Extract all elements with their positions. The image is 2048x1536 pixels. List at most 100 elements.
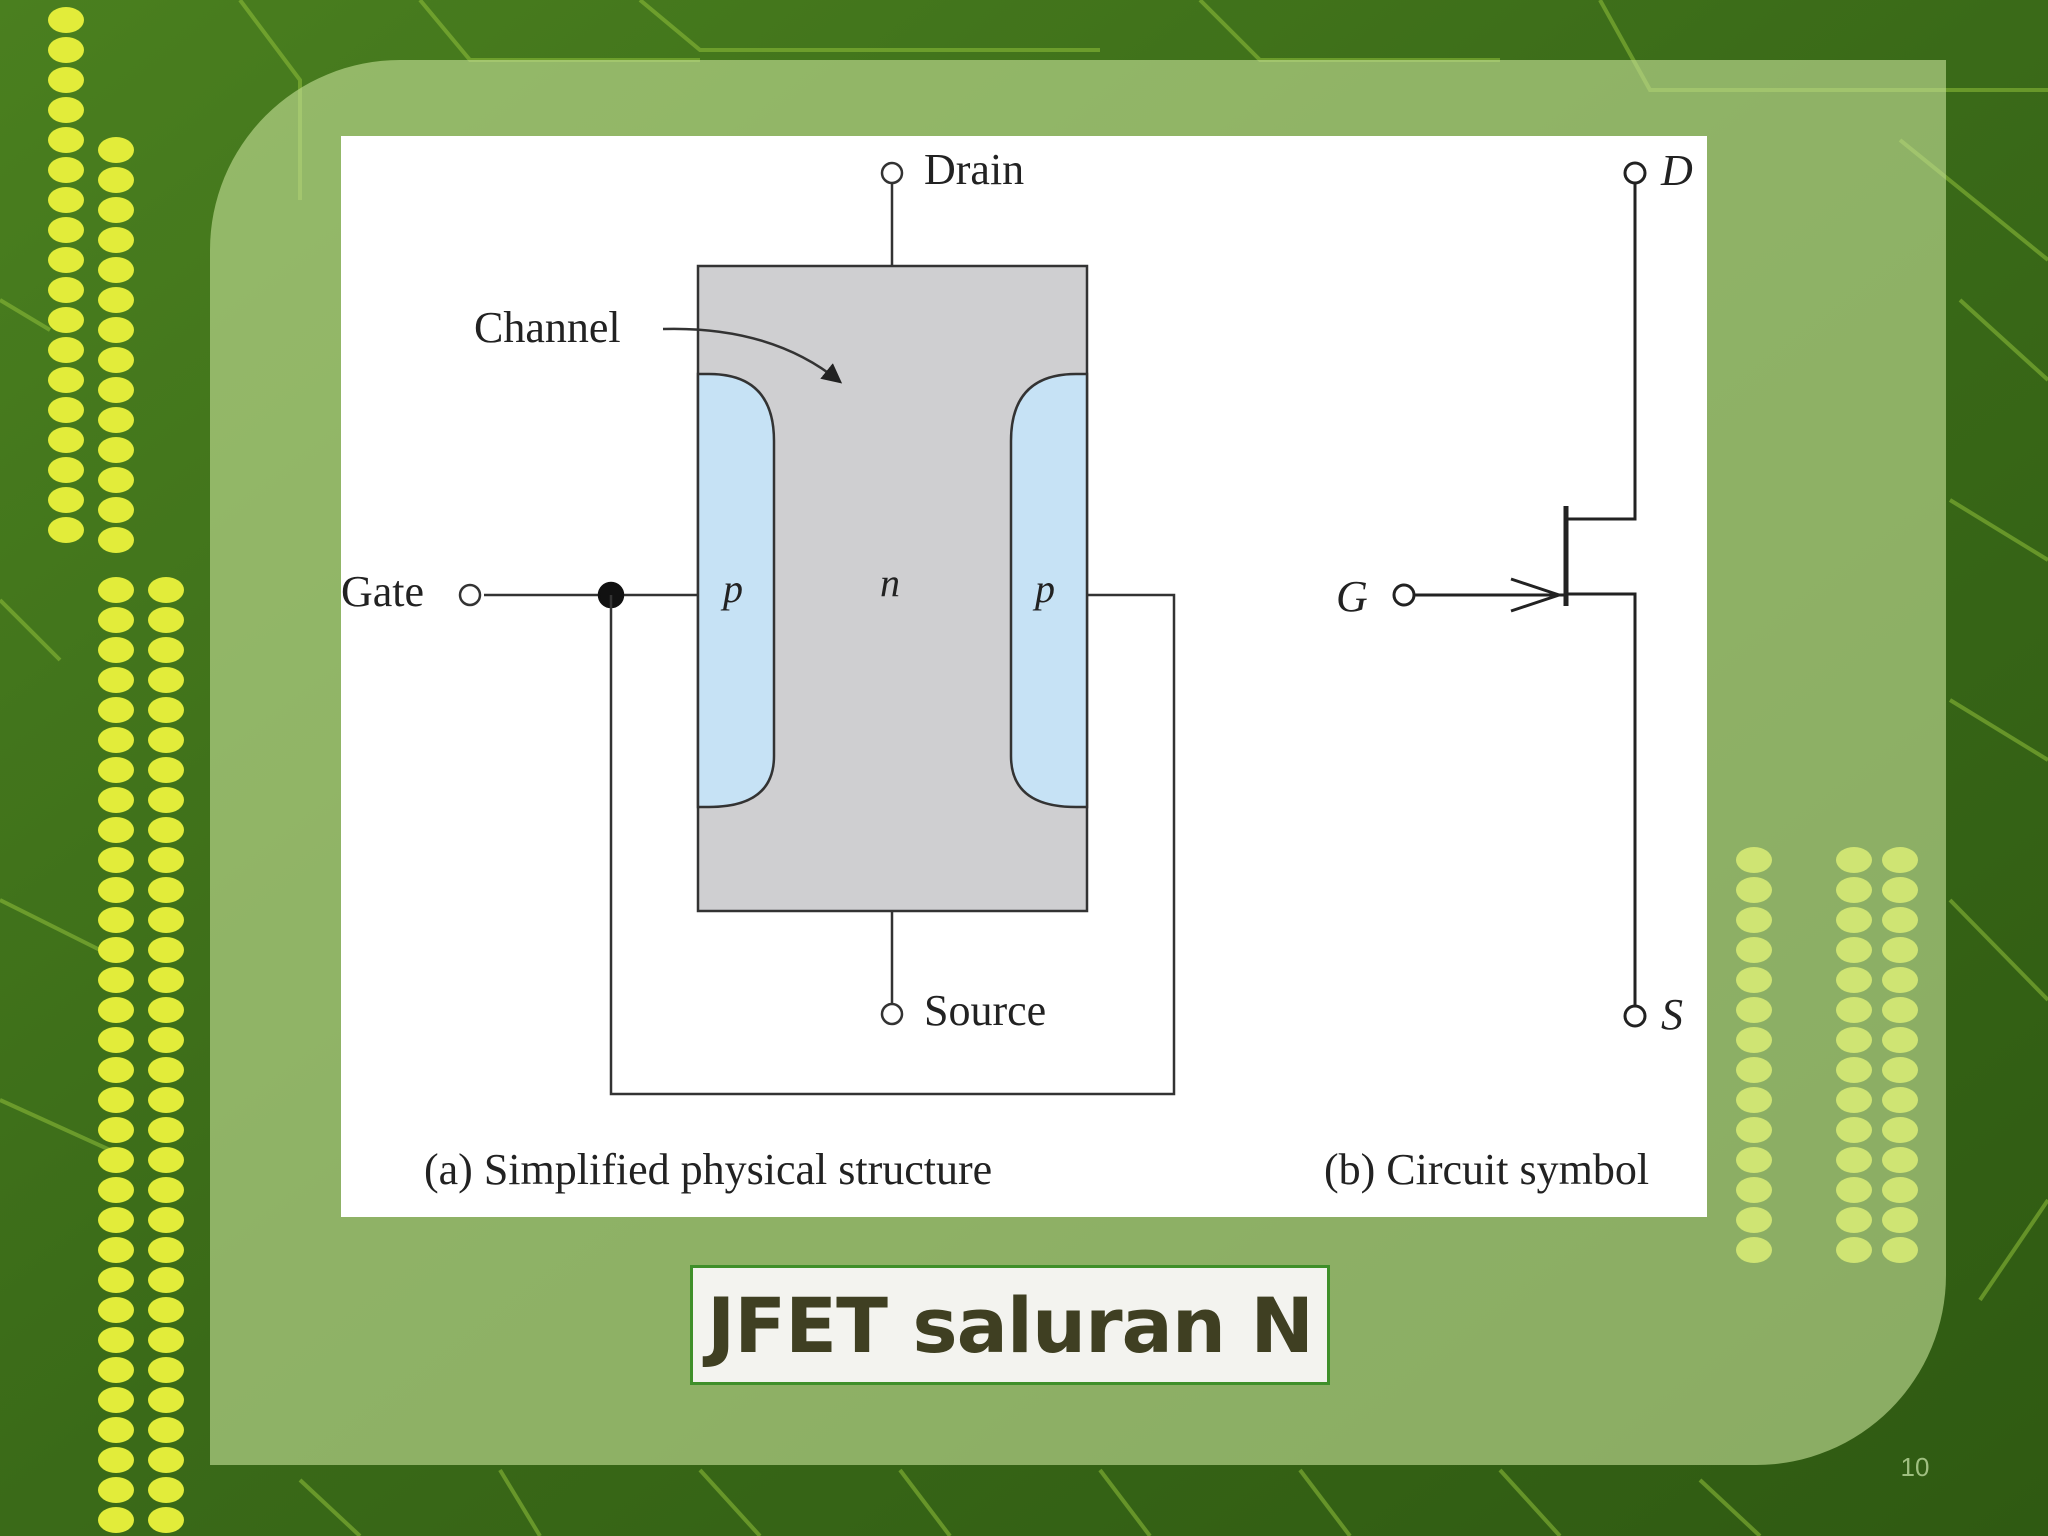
pad-dot (98, 1117, 134, 1143)
source-label: Source (924, 986, 1046, 1035)
pad-dot (48, 7, 84, 33)
pad-dot (98, 497, 134, 523)
circuit-trace (698, 1468, 762, 1536)
p-right-label: p (1032, 566, 1055, 611)
pad-dot (148, 757, 184, 783)
pad-dot (148, 937, 184, 963)
pad-dot (48, 127, 84, 153)
pad-dot (148, 1237, 184, 1263)
pad-dot (98, 1087, 134, 1113)
pad-dot (148, 697, 184, 723)
circuit-trace (1948, 498, 2048, 562)
pad-dot (98, 1237, 134, 1263)
pad-dot (98, 1027, 134, 1053)
pad-dot (98, 907, 134, 933)
pad-dot (148, 1117, 184, 1143)
pad-dot (148, 607, 184, 633)
circuit-trace (498, 1468, 542, 1536)
pad-dot (148, 1447, 184, 1473)
circuit-trace (1958, 298, 2048, 382)
pad-dot (98, 317, 134, 343)
pad-dot (98, 437, 134, 463)
pad-dot (98, 1507, 134, 1533)
s-label: S (1661, 990, 1683, 1039)
pad-dot (148, 1207, 184, 1233)
pad-dot (148, 1387, 184, 1413)
pad-dot (148, 577, 184, 603)
pad-dot (98, 377, 134, 403)
pad-dot (98, 137, 134, 163)
drain-label: Drain (924, 145, 1024, 194)
pad-dot (48, 247, 84, 273)
pad-dot (98, 937, 134, 963)
p-region-right (1009, 372, 1089, 809)
slide-title: JFET saluran N (690, 1265, 1330, 1385)
pad-dot (48, 427, 84, 453)
gate-label: Gate (341, 567, 424, 616)
channel-label: Channel (474, 303, 621, 352)
pad-dot (48, 517, 84, 543)
pad-dot (98, 1057, 134, 1083)
pad-dot (148, 1177, 184, 1203)
circuit-trace (638, 0, 1100, 52)
pad-dot (98, 347, 134, 373)
pad-dot (98, 757, 134, 783)
drain-terminal (880, 161, 904, 185)
pad-dot (148, 727, 184, 753)
source-terminal (880, 1002, 904, 1026)
pad-dot (148, 1147, 184, 1173)
pad-dot (98, 467, 134, 493)
pad-dot (98, 1477, 134, 1503)
channel-pointer (662, 327, 843, 384)
physical-structure (458, 161, 1176, 1096)
pad-dot (98, 727, 134, 753)
pad-dot (48, 97, 84, 123)
pad-dot (48, 37, 84, 63)
pad-dot (98, 877, 134, 903)
pad-dot (148, 1297, 184, 1323)
circuit-symbol (1392, 161, 1647, 1028)
drain-wire (1566, 183, 1637, 521)
circuit-trace (898, 1468, 952, 1536)
pad-dot (48, 187, 84, 213)
pad-dot (148, 1327, 184, 1353)
jfet-diagram: Drain Source Gate Channel p n p (a) Simp… (341, 145, 1693, 1194)
pad-dot (148, 637, 184, 663)
pad-dot (48, 277, 84, 303)
pad-dot (48, 457, 84, 483)
pad-dot (98, 407, 134, 433)
pad-dot (98, 637, 134, 663)
pad-dot (48, 217, 84, 243)
pad-dot (98, 167, 134, 193)
g-terminal (1392, 583, 1416, 607)
pad-dot (98, 1447, 134, 1473)
pad-dot (98, 1297, 134, 1323)
circuit-trace (0, 598, 62, 662)
gate-tie-wire (609, 593, 1176, 1096)
pad-dot (98, 967, 134, 993)
pad-dot (98, 1147, 134, 1173)
pad-dot (48, 487, 84, 513)
pad-dot (98, 257, 134, 283)
pad-dot (148, 847, 184, 873)
pad-dot (98, 1417, 134, 1443)
pad-dot (98, 577, 134, 603)
pad-dot (98, 847, 134, 873)
circuit-trace (1978, 1198, 2048, 1302)
circuit-trace (298, 1478, 362, 1536)
pad-dot (148, 1417, 184, 1443)
caption-a: (a) Simplified physical structure (424, 1145, 992, 1194)
pad-dot (98, 787, 134, 813)
pad-dot (148, 1267, 184, 1293)
pad-dot (148, 787, 184, 813)
pad-dot (148, 907, 184, 933)
source-wire (1566, 592, 1637, 1014)
circuit-trace (0, 298, 52, 332)
circuit-trace (1698, 1478, 1762, 1536)
pad-dot (148, 1507, 184, 1533)
pad-dot (98, 1327, 134, 1353)
circuit-trace (1298, 1468, 1352, 1536)
n-label: n (880, 560, 900, 605)
pad-dot (98, 1387, 134, 1413)
circuit-trace (1098, 1468, 1152, 1536)
